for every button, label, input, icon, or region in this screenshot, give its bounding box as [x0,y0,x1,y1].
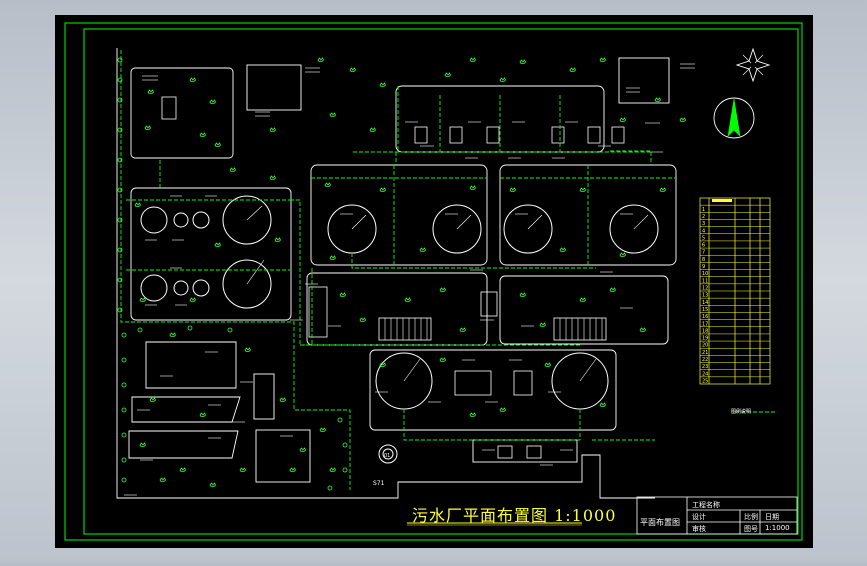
north-arrow-icon [713,97,755,139]
table-row-number: 8 [702,257,705,263]
small-structures [161,96,625,459]
equipment-table-fill [712,199,732,202]
table-row-number: 15 [702,307,708,313]
grid-mark-label: S71 [373,480,385,487]
pipelines [120,50,775,490]
table-row-number: 7 [702,250,705,256]
compass-rose-icon [735,47,771,83]
table-row-number: 12 [702,286,708,292]
table-row-number: 2 [702,214,705,220]
title-block-designer: 设计 [692,513,706,521]
table-row-number: 14 [702,300,708,306]
table-row-number: 24 [702,371,708,377]
table-row-number: 19 [702,336,708,342]
table-row-number: 13 [702,293,708,299]
legend-label: 图例说明 [731,408,751,415]
well-label: 01 [384,453,390,459]
title-block-scale-label: 比例 [744,513,758,521]
table-row-number: 10 [702,271,708,277]
table-row-number: 23 [702,364,708,370]
title-block-date: 日期 [765,513,779,521]
equipment-table-row-numbers: 1234567891011121314151617181920212223242… [702,207,708,385]
outer-frame [64,22,803,541]
table-row-number: 22 [702,357,708,363]
equipment-table-rows [700,204,770,378]
table-row-number: 25 [702,379,708,385]
table-row-number: 5 [702,235,705,241]
tank-radii [246,205,649,382]
title-block-reviewer: 审核 [692,525,706,533]
table-row-number: 18 [702,328,708,334]
table-row-number: 11 [702,278,708,284]
title-block-scale-value: 1:1000 [765,524,790,532]
table-row-number: 1 [702,207,705,213]
table-row-number: 21 [702,350,708,356]
site-boundary [116,48,655,499]
title-block-name: 平面布置图 [640,518,680,527]
inner-frame [83,28,799,535]
table-row-number: 20 [702,343,708,349]
table-row-number: 9 [702,264,705,270]
drawing-sheet [55,15,813,548]
title-block-number-label: 图号 [744,525,758,533]
table-row-number: 4 [702,228,705,234]
filter-hatch [384,318,603,340]
table-row-number: 6 [702,243,705,249]
title-block-project: 工程名称 [692,501,720,509]
table-row-number: 16 [702,314,708,320]
title-block-frame [636,496,798,535]
drawing-title: 污水厂平面布置图 1:1000 [412,506,617,525]
table-row-number: 17 [702,321,708,327]
annotation-marks [124,63,695,496]
table-row-number: 3 [702,221,705,227]
